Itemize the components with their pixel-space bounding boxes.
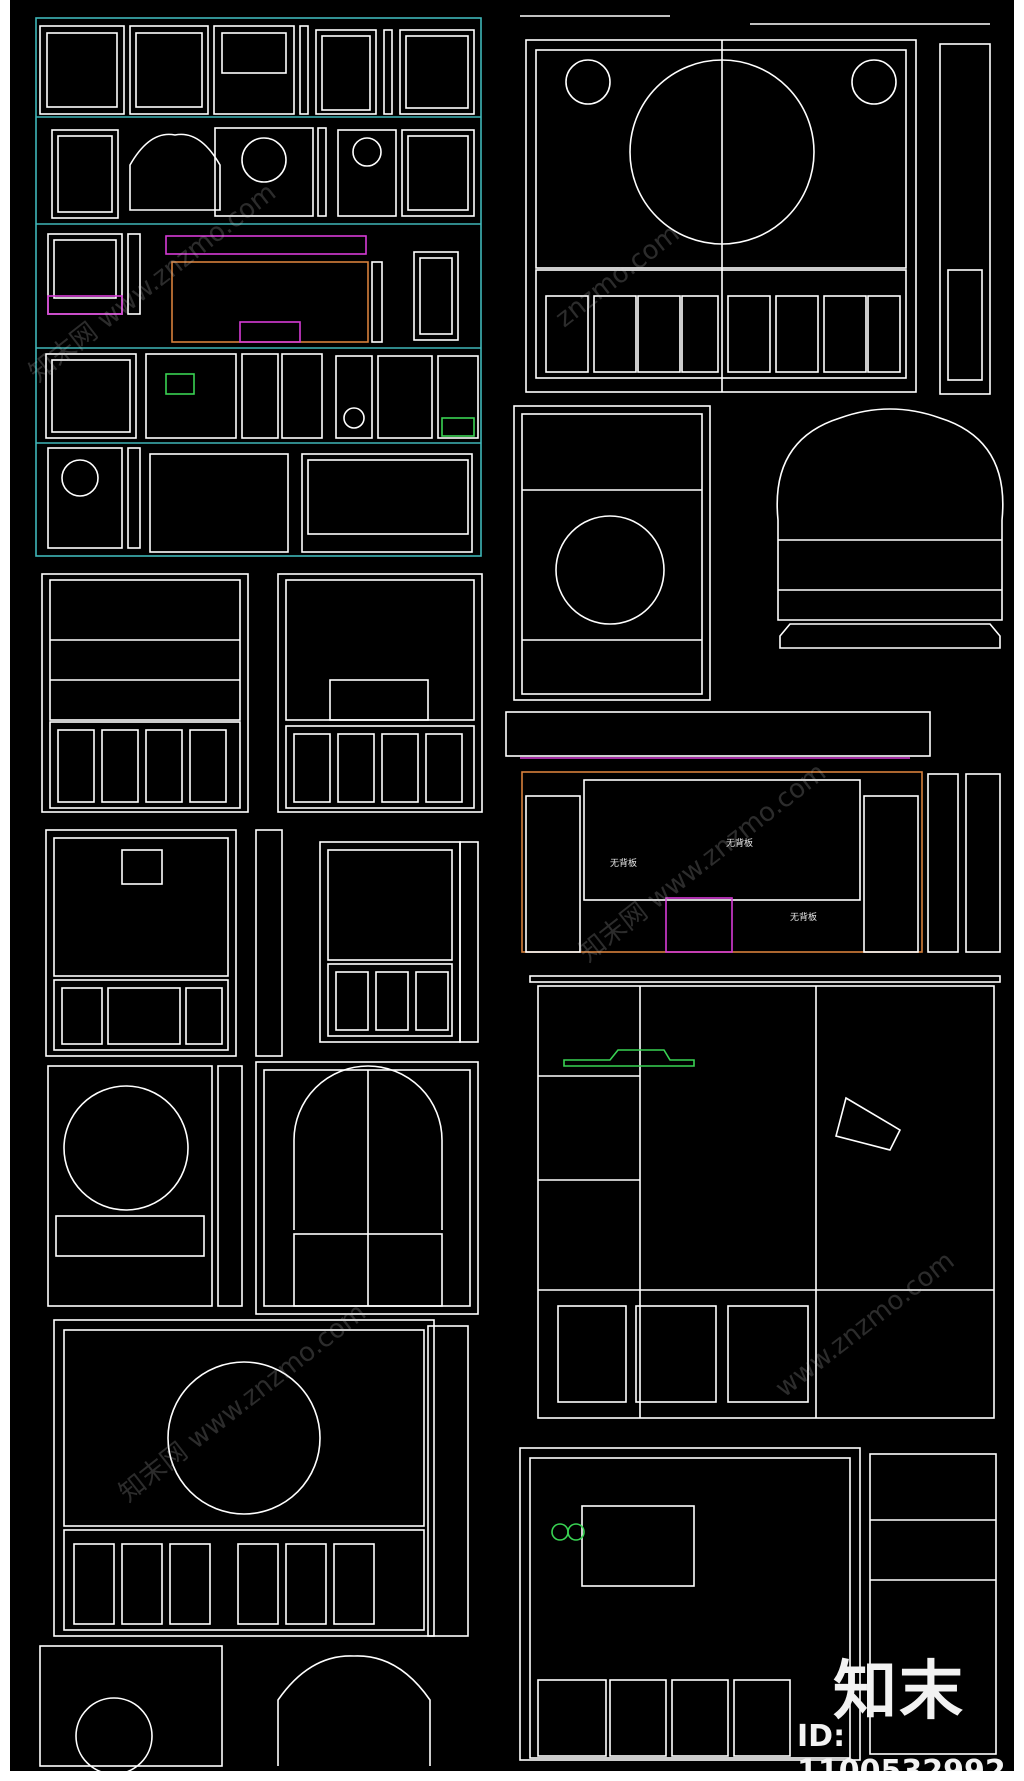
cad-sheet: 无背板 无背板 无背板 znzmo.com 知末网 www.znzmo.com … [10,0,1014,1771]
left-cabinets [39,573,483,1771]
brand-logo: 知末 [833,1655,965,1729]
right-cabinets [505,15,1004,1761]
panel-label-2: 无背板 [610,859,638,869]
panel-label-1: 无背板 [726,839,754,849]
panel-label-3: 无背板 [790,913,818,923]
thumbnail-grid [35,17,482,557]
asset-id: ID: 1100532992 [797,1719,1006,1771]
cad-drawing [35,15,1004,1771]
